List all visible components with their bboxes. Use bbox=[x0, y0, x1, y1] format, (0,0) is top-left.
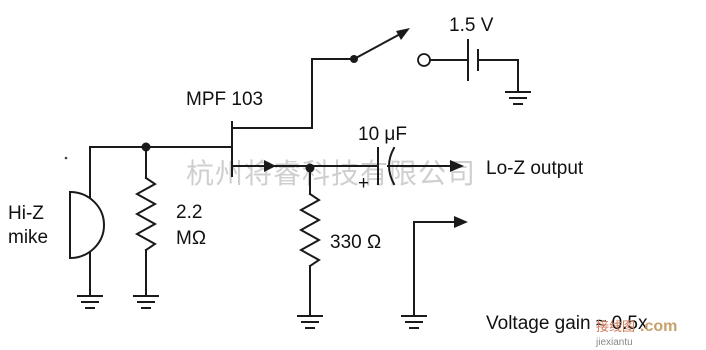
jfet-source-arrow bbox=[264, 160, 276, 172]
mic-label-mike: mike bbox=[8, 227, 48, 248]
battery-ground-symbol bbox=[505, 91, 531, 105]
source-resistor-ground-symbol bbox=[297, 315, 323, 329]
site-watermark-cn: 接线图 bbox=[596, 319, 635, 335]
output-ground-symbol bbox=[401, 315, 427, 329]
watermark-text: 杭州将睿科技有限公司 bbox=[186, 157, 476, 190]
gate-resistor-unit: MΩ bbox=[176, 228, 206, 249]
switch-contact-terminal bbox=[417, 53, 431, 67]
switch-arrow-icon bbox=[396, 28, 410, 40]
microphone-symbol bbox=[68, 190, 105, 260]
output-reference-arrow-icon bbox=[454, 216, 468, 228]
source-resistor-symbol bbox=[298, 192, 322, 268]
site-watermark: 接线图 .com jiexiantu bbox=[595, 318, 677, 348]
voltage-gain-label: Voltage gain ≈ 0.5x bbox=[486, 313, 648, 334]
site-watermark-url: jiexiantu bbox=[595, 337, 633, 348]
battery-return-wire bbox=[477, 59, 519, 93]
mic-ground-symbol bbox=[77, 295, 103, 309]
output-arrow-icon bbox=[450, 160, 464, 172]
gate-resistor-ground-symbol bbox=[133, 295, 159, 309]
battery-voltage-label: 1.5 V bbox=[449, 15, 494, 36]
capacitor-polarity-label: + bbox=[358, 173, 369, 194]
capacitor-value-label: 10 μF bbox=[358, 124, 407, 145]
stray-dot bbox=[64, 156, 68, 160]
output-label: Lo-Z output bbox=[486, 158, 584, 179]
output-reference-wire bbox=[413, 221, 457, 317]
site-watermark-com: .com bbox=[640, 318, 677, 335]
switch-lever bbox=[352, 30, 406, 61]
transistor-label: MPF 103 bbox=[186, 89, 263, 110]
gate-resistor-value: 2.2 bbox=[176, 202, 202, 223]
source-resistor-label: 330 Ω bbox=[330, 232, 381, 253]
mic-label-hi-z: Hi-Z bbox=[8, 203, 44, 224]
gate-resistor-symbol bbox=[134, 176, 158, 252]
